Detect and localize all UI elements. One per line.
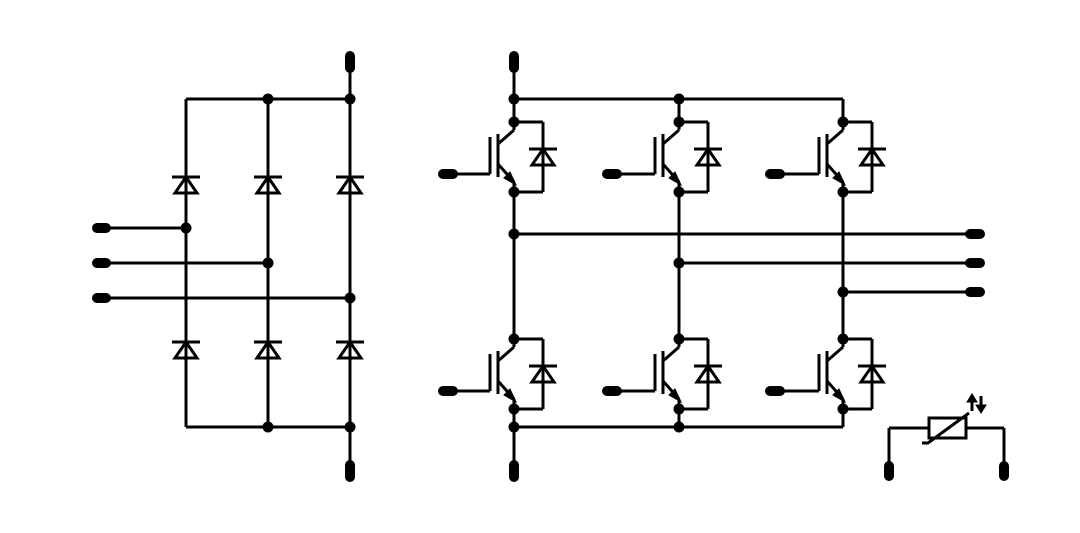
rectifier-bridge: [92, 51, 366, 482]
igbt-high-side-w: [775, 117, 886, 198]
igbt-low-side-u: [446, 334, 557, 415]
igbt-high-side-v: [611, 117, 722, 198]
igbt-high-side-u: [446, 117, 557, 198]
igbt-low-side-w: [775, 334, 886, 415]
igbt-low-side-v: [611, 334, 722, 415]
ntc-thermistor: [884, 393, 1009, 481]
temperature-arrows-icon: [966, 393, 987, 414]
igbt-inverter: [438, 51, 985, 482]
